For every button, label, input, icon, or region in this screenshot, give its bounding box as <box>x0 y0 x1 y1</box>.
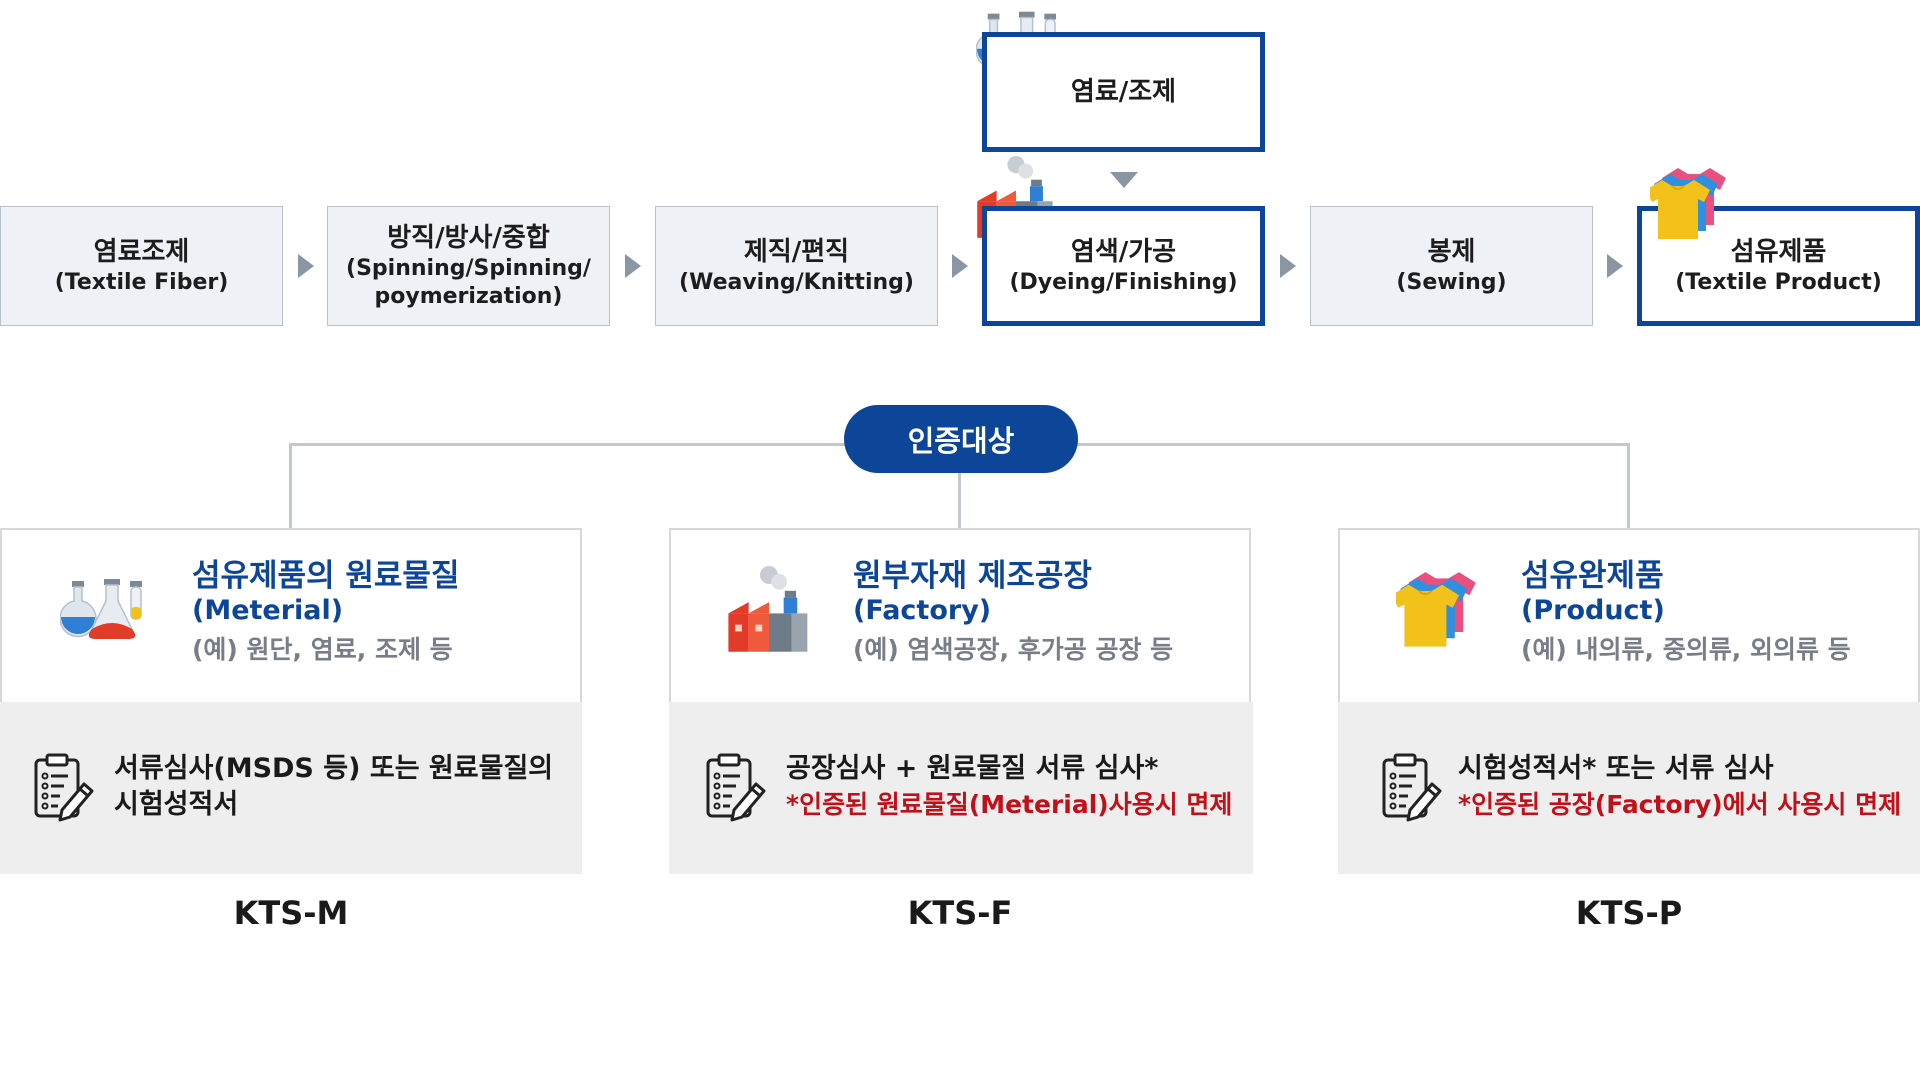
process-step-2: 방직/방사/중합 (Spinning/Spinning/ poymerizati… <box>327 206 610 326</box>
right-arrow-icon <box>1607 254 1623 278</box>
process-step-3: 제직/편직 (Weaving/Knitting) <box>655 206 938 326</box>
process-step-5: 봉제 (Sewing) <box>1310 206 1593 326</box>
process-step-sub: (Sewing) <box>1396 270 1507 295</box>
card-title: 원부자재 제조공장 <box>853 558 1092 594</box>
card-condition: 공장심사 + 원료물질 서류 심사* <box>786 753 1159 784</box>
down-arrow-icon <box>1110 172 1138 188</box>
process-step-sub: poymerization) <box>374 284 563 309</box>
card-factory-condition-panel <box>669 702 1253 874</box>
process-step-sub: (Textile Fiber) <box>54 270 229 295</box>
kts-code: KTS-F <box>907 894 1013 932</box>
connector-line <box>1627 443 1630 529</box>
certification-target-badge: 인증대상 <box>844 405 1078 473</box>
card-condition: 시험성적서* 또는 서류 심사 <box>1458 753 1774 784</box>
card-exemption-note: *인증된 원료물질(Meterial)사용시 면제 <box>786 790 1233 819</box>
process-step-sub: (Textile Product) <box>1675 270 1882 295</box>
right-arrow-icon <box>625 254 641 278</box>
process-step-label: 봉제 <box>1427 237 1476 267</box>
card-exemption-note: *인증된 공장(Factory)에서 사용시 면제 <box>1458 790 1902 819</box>
right-arrow-icon <box>298 254 314 278</box>
process-step-sub: (Weaving/Knitting) <box>679 270 914 295</box>
card-title: 섬유제품의 원료물질 <box>192 558 460 594</box>
card-material-condition-panel <box>0 702 582 874</box>
card-material <box>0 528 582 704</box>
card-example: (예) 내의류, 중의류, 외의류 등 <box>1521 635 1851 664</box>
clipboard-icon <box>700 752 770 826</box>
card-condition: 시험성적서 <box>114 789 239 820</box>
process-step-sub: (Dyeing/Finishing) <box>1009 270 1238 295</box>
tshirt-icon <box>1645 166 1730 250</box>
connector-line <box>958 443 961 529</box>
tshirt-icon <box>1390 570 1480 658</box>
card-example: (예) 원단, 염료, 조제 등 <box>192 635 453 664</box>
factory-icon <box>728 566 810 658</box>
process-step-label: 방직/방사/중합 <box>387 223 550 253</box>
right-arrow-icon <box>952 254 968 278</box>
process-step-label: 염료조제 <box>93 237 190 267</box>
process-step-1: 염료조제 (Textile Fiber) <box>0 206 283 326</box>
process-step-label: 섬유제품 <box>1730 237 1827 267</box>
process-step-4: 염색/가공 (Dyeing/Finishing) <box>982 206 1265 326</box>
card-subtitle: (Factory) <box>853 595 992 626</box>
process-step-label: 염료/조제 <box>1070 77 1177 107</box>
process-step-label: 제직/편직 <box>743 237 850 267</box>
card-condition: 서류심사(MSDS 등) 또는 원료물질의 <box>114 753 554 784</box>
connector-line <box>289 443 292 529</box>
card-example: (예) 염색공장, 후가공 공장 등 <box>853 635 1174 664</box>
process-step-label: 염색/가공 <box>1070 237 1177 267</box>
clipboard-icon <box>1376 752 1446 826</box>
kts-code: KTS-M <box>233 894 349 932</box>
kts-code: KTS-P <box>1575 894 1683 932</box>
card-factory <box>669 528 1251 704</box>
card-subtitle: (Product) <box>1521 595 1665 626</box>
chemistry-flask-icon <box>59 573 144 649</box>
process-step-dye-prep: 염료/조제 <box>982 32 1265 152</box>
clipboard-icon <box>28 752 98 826</box>
card-subtitle: (Meterial) <box>192 595 344 626</box>
right-arrow-icon <box>1280 254 1296 278</box>
process-step-6: 섬유제품 (Textile Product) <box>1637 206 1920 326</box>
process-step-sub: (Spinning/Spinning/ <box>346 256 591 281</box>
card-title: 섬유완제품 <box>1521 558 1664 594</box>
